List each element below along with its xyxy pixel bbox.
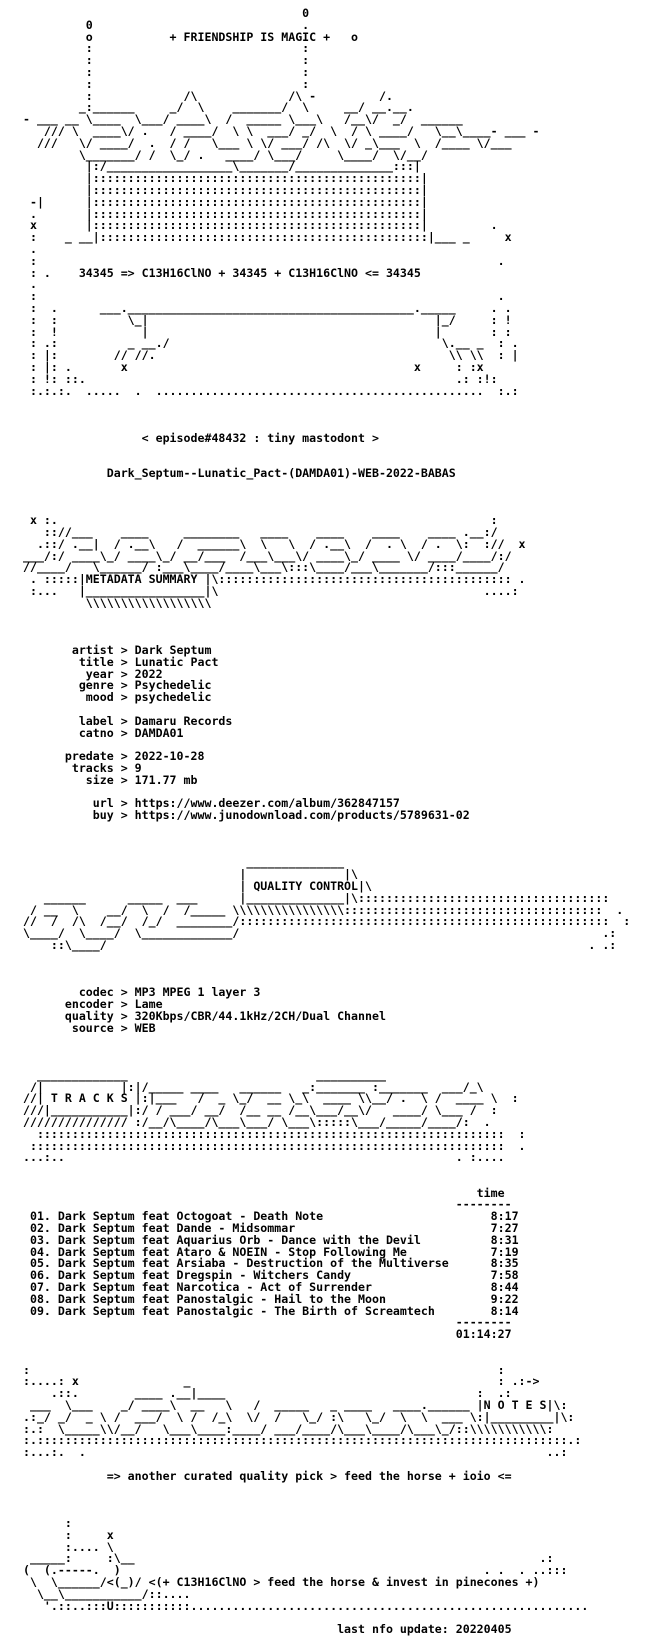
nfo-text: 0 0 . o + FRIENDSHIP IS MAGIC + o : : : …: [22, 6, 631, 1636]
